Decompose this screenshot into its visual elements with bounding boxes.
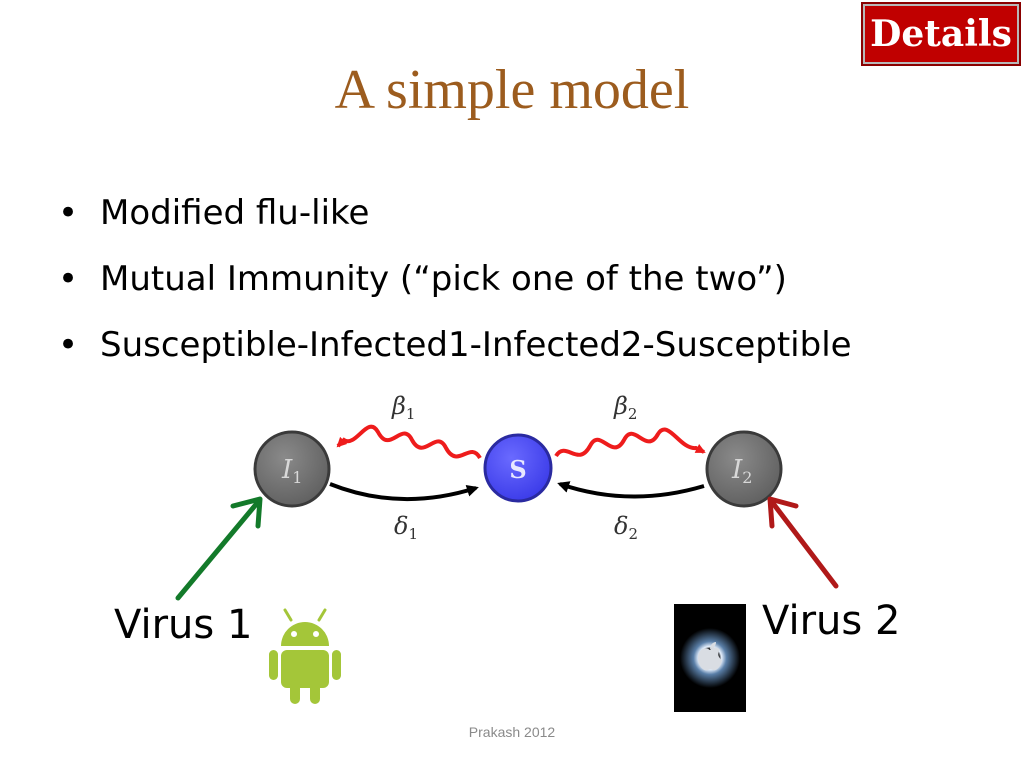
virus1-label: Virus 1 [114,602,253,648]
recovery-arrow-delta1 [329,482,479,502]
bullet-dot: • [58,193,79,233]
rate-label-delta2: δ2 [614,512,638,543]
bullet-text: Mutual Immunity (“pick one of the two”) [100,259,787,299]
node-label-i1: I1 [281,455,302,487]
recovery-arrow-delta2 [557,481,705,499]
bullet-list: • Modified flu-like • Mutual Immunity (“… [58,188,852,386]
footer-credit: Prakash 2012 [468,724,556,740]
bullet-item: • Susceptible-Infected1-Infected2-Suscep… [58,320,852,386]
rate-label-delta1: δ1 [394,512,418,543]
bullet-dot: • [58,325,79,365]
node-susceptible [483,433,553,503]
bullet-item: • Mutual Immunity (“pick one of the two”… [58,254,852,320]
node-label-s: S [509,455,526,484]
rate-label-beta1: β1 [391,392,415,423]
virus1-pointer-arrow [175,496,263,601]
bullet-text: Susceptible-Infected1-Infected2-Suscepti… [100,325,852,365]
slide-title: A simple model [334,59,690,121]
virus2-pointer-arrow [767,496,839,589]
apple-logo-icon [674,604,746,712]
bullet-text: Modified flu-like [100,193,370,233]
node-infected-2 [705,430,783,508]
bullet-item: • Modified flu-like [58,188,852,254]
infection-arrow-beta2 [554,427,706,458]
bullet-dot: • [58,259,79,299]
details-button[interactable]: Details [861,2,1021,66]
node-infected-1 [253,430,331,508]
android-robot-icon [269,608,341,704]
rate-label-beta2: β2 [613,392,637,423]
infection-arrow-beta1 [336,424,482,460]
virus2-label: Virus 2 [762,598,901,644]
node-label-i2: I2 [731,455,752,487]
